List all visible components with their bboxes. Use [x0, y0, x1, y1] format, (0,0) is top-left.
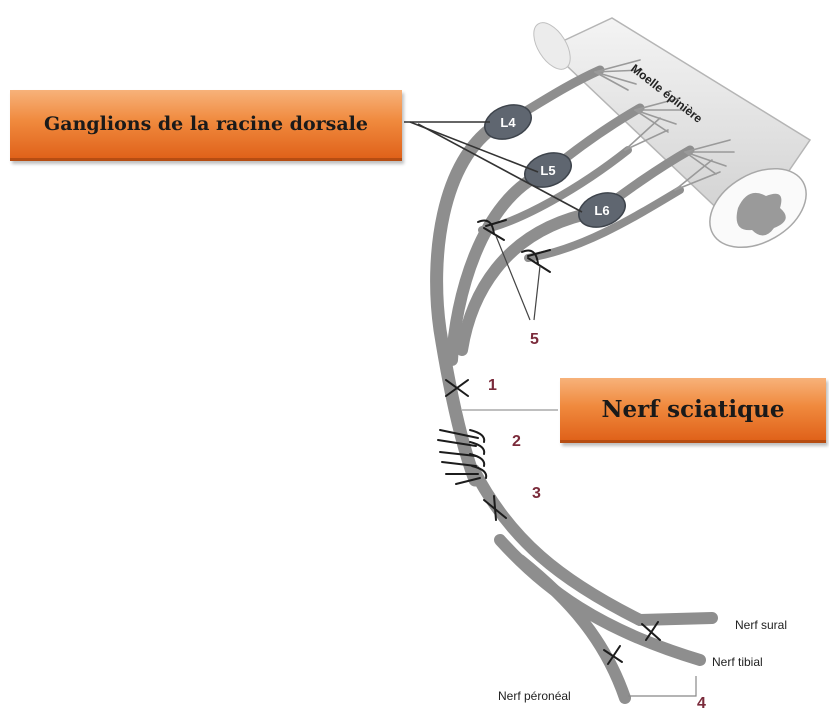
number-label-2: 2: [512, 433, 521, 450]
ganglion-l5: L5: [524, 152, 572, 188]
nerf-sciatique-banner: Nerf sciatique: [560, 378, 826, 443]
root-ligature-2: [521, 249, 539, 265]
cut-marker-1: [445, 379, 469, 397]
nerf-sural-label: Nerf sural: [735, 618, 787, 632]
nerf-sciatique-banner-text: Nerf sciatique: [601, 395, 785, 423]
ganglion-label-l6: L6: [594, 203, 609, 218]
constriction-marker-2: [437, 429, 488, 485]
injury-markers: [437, 219, 661, 665]
ganglion-label-l5: L5: [540, 163, 555, 178]
ganglion-l4: L4: [484, 104, 532, 140]
cut-marker-tibial: [641, 621, 661, 641]
ganglions-banner-text: Ganglions de la racine dorsale: [44, 113, 368, 135]
ganglion-pointer-lines: [404, 121, 583, 213]
cut-marker-peroneal: [603, 645, 623, 665]
ganglion-label-l4: L4: [500, 115, 516, 130]
label-5-pointer: [495, 235, 541, 321]
ganglion-l6: L6: [578, 192, 626, 228]
dorsal-root-ganglia: L4 L5 L6: [484, 104, 626, 228]
spinal-cord: [533, 17, 812, 249]
number-label-3: 3: [532, 485, 541, 502]
label-4-bracket: [628, 676, 697, 697]
number-label-4: 4: [697, 695, 706, 709]
nerf-tibial-label: Nerf tibial: [712, 655, 763, 669]
nerf-peroneal-label: Nerf péronéal: [498, 689, 571, 703]
root-ligature-1: [477, 219, 495, 235]
cut-marker-3: [483, 495, 507, 521]
sciatic-nerve-trunk: [430, 117, 718, 704]
ganglions-banner: Ganglions de la racine dorsale: [10, 90, 402, 161]
number-label-5: 5: [530, 331, 539, 348]
number-label-1: 1: [488, 377, 497, 394]
